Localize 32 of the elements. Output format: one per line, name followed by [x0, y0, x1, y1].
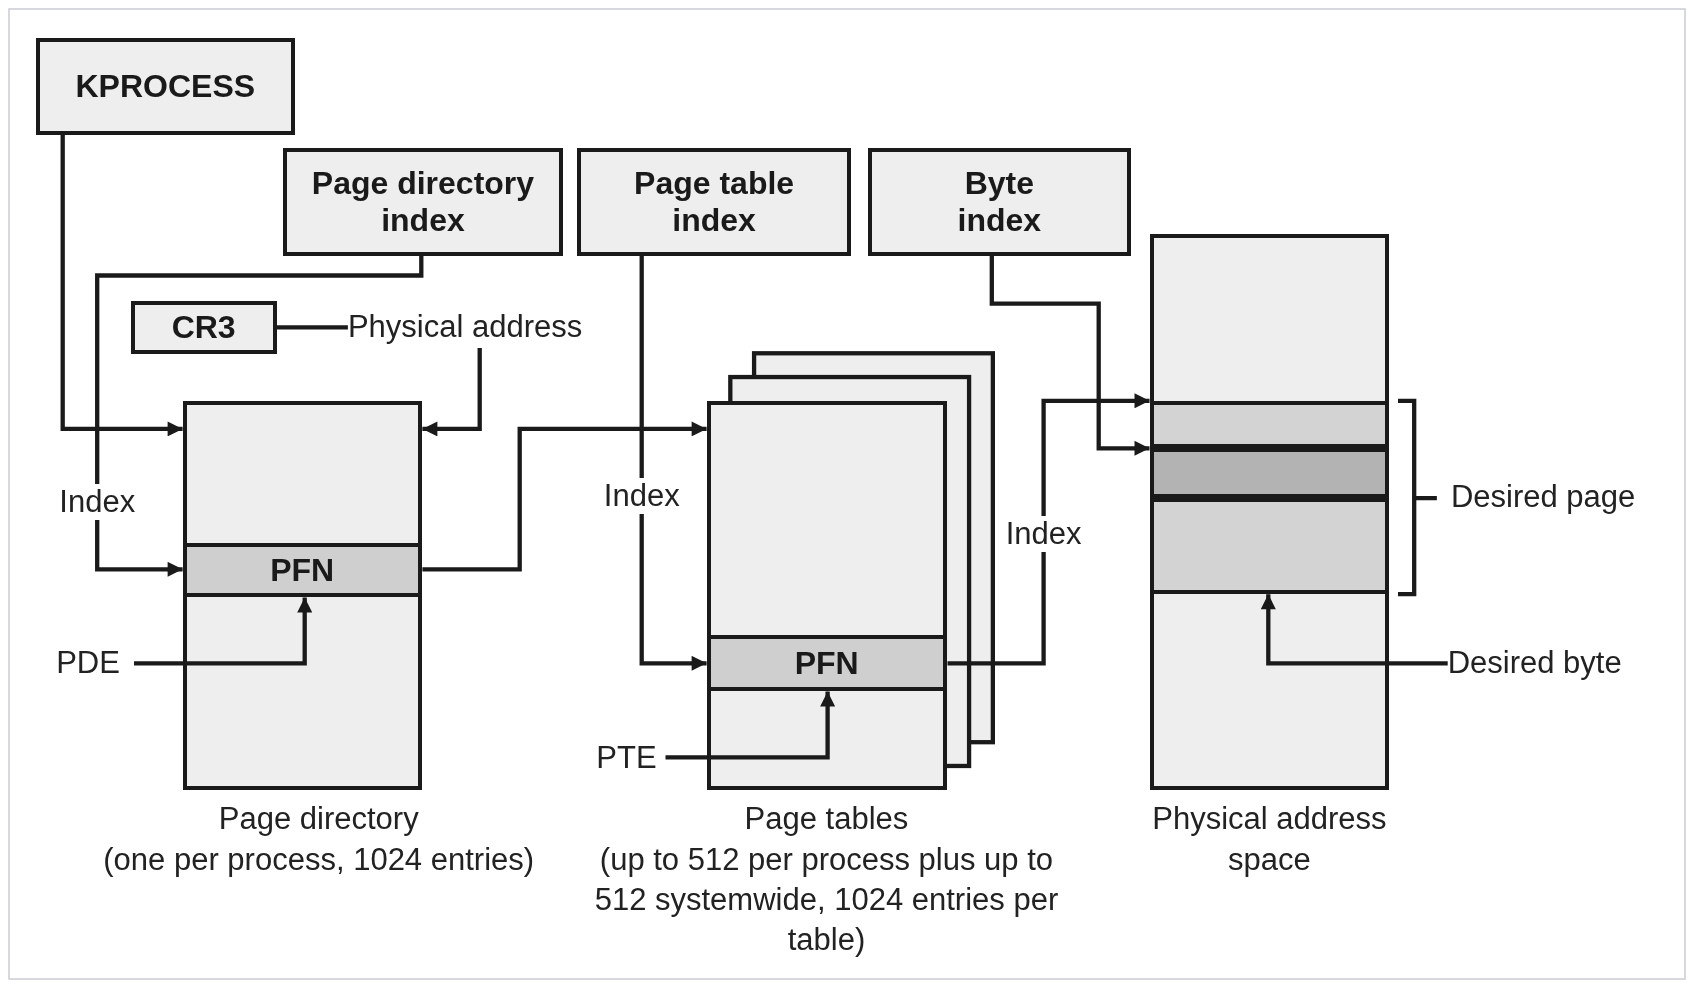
connector-arrow: [947, 393, 1150, 666]
table-box: [706, 400, 948, 790]
connector-arrow: [989, 256, 1150, 456]
text-label: Physical address: [347, 306, 614, 348]
table-entry: PFN: [710, 634, 943, 692]
index-field-box: Page directory index: [283, 148, 563, 257]
memory-box: [1149, 234, 1390, 790]
text-label: PTE: [596, 738, 666, 778]
register-box: CR3: [130, 301, 277, 355]
text-label: Desired page: [1450, 478, 1636, 515]
node-label: (up to 512 per process plus up to 512 systemwide, 1024 entries per table): [593, 840, 1060, 960]
text-label: Desired byte: [1447, 643, 1664, 683]
index-field-box: Byte index: [867, 148, 1132, 257]
node-label: Page tables: [743, 800, 910, 839]
connector-arrow: [422, 347, 482, 437]
memory-band: [1153, 400, 1385, 449]
connector-arrow: [1260, 594, 1448, 666]
memory-band: [1153, 497, 1385, 594]
connector-arrow: [95, 256, 424, 577]
table-box: [182, 400, 423, 790]
table-entry: PFN: [186, 543, 418, 598]
process-box: KPROCESS: [35, 37, 295, 136]
connector-arrow: [639, 256, 707, 671]
connector-arrow: [60, 135, 183, 437]
text-label: PDE: [56, 643, 134, 683]
node-label: (one per process, 1024 entries): [102, 840, 536, 879]
connector-arrow: [665, 691, 836, 760]
node-label: Page directory: [217, 800, 420, 839]
connector-arrow: [422, 421, 707, 572]
node-label: Physical address space: [1151, 800, 1388, 879]
connector-arrow: [134, 597, 313, 666]
index-field-box: Page table index: [576, 148, 852, 257]
